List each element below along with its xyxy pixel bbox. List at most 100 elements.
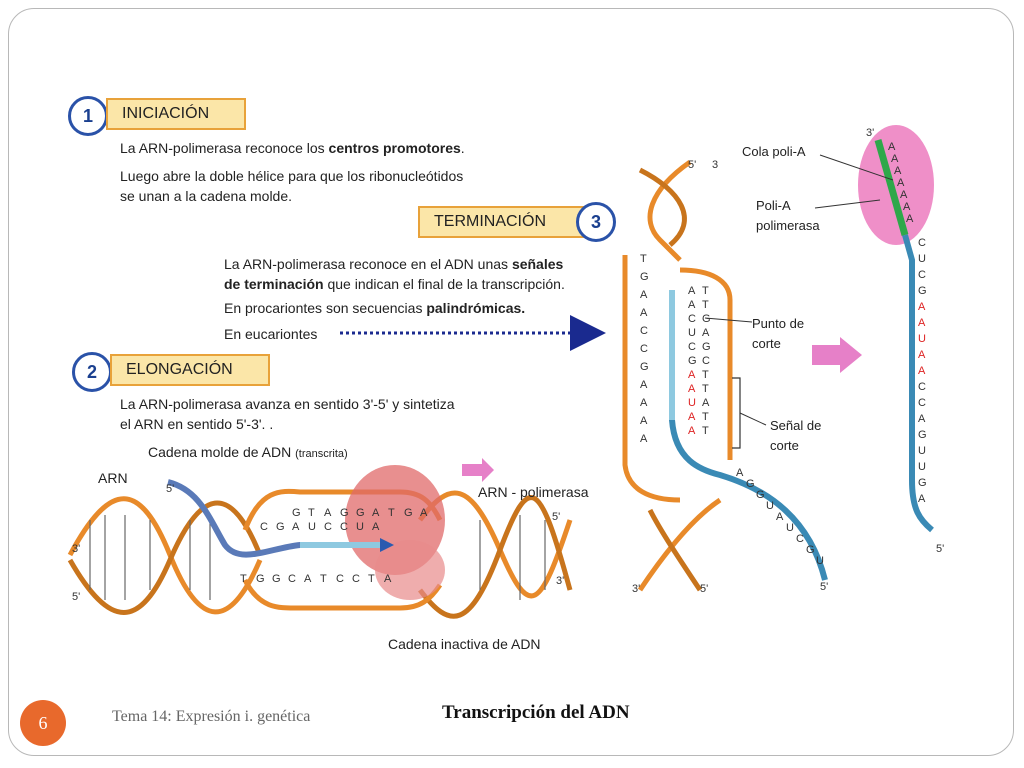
term-left-letter: C [640, 325, 648, 337]
term-left-letter: G [640, 271, 649, 283]
bubble-mid-letter: C [340, 521, 348, 533]
mrna-letter: A [918, 493, 926, 505]
bubble-mid-letter: U [356, 521, 364, 533]
label-cola-poli-a: Cola poli-A [742, 144, 806, 159]
cola-poli-a-strand [874, 139, 909, 236]
polya-letter: A [891, 153, 899, 165]
pink-arrow-1 [462, 458, 494, 482]
term-pair-rna-letter: A [688, 285, 696, 297]
term-left-letter: C [640, 343, 648, 355]
label-poli-a-2: polimerasa [756, 218, 820, 233]
bubble-mid-letter: C [260, 521, 268, 533]
term-tail-letter: A [776, 511, 784, 523]
bubble-top-letter: T [388, 507, 395, 519]
slide-title: Transcripción del ADN [442, 702, 630, 723]
mrna-letter: A [918, 349, 926, 361]
term-pair-rna-letter: A [688, 411, 696, 423]
step-3-badge: 3 [576, 202, 616, 242]
iniciacion-text-3: se unan a la cadena molde. [120, 188, 293, 204]
bubble-top-letter: T [308, 507, 315, 519]
bubble-bottom-letter: C [336, 573, 344, 585]
label-cadena-inactiva: Cadena inactiva de ADN [388, 636, 541, 652]
mrna-letter: G [918, 477, 927, 489]
label-punto-de-corte-2: corte [752, 336, 781, 351]
mrna-letter: U [918, 253, 926, 265]
bubble-bottom-letter: T [368, 573, 375, 585]
mrna-letter: G [918, 429, 927, 441]
term-left-letter: A [640, 307, 648, 319]
term-left-letter: T [640, 253, 647, 265]
label-cadena-molde: Cadena molde de ADN (transcrita) [148, 444, 348, 460]
label-5prime-term-bottom: 5' [700, 583, 708, 595]
mrna-letter: C [918, 237, 926, 249]
bubble-bottom-letter: A [304, 573, 312, 585]
term-pair-rna-letter: C [688, 341, 696, 353]
iniciacion-text-2: Luego abre la doble hélice para que los … [120, 168, 464, 184]
term-tail-letter: A [736, 467, 744, 479]
term-pair-rna-letter: U [688, 327, 696, 339]
term-pair-rna-letter: A [688, 383, 696, 395]
iniciacion-label: INICIACIÓN [106, 98, 246, 130]
bubble-top-letter: A [372, 507, 380, 519]
polya-letter: A [906, 213, 914, 225]
bubble-top-letter: G [340, 507, 349, 519]
label-3prime-right: 3' [556, 575, 564, 587]
term-left-letter: A [640, 415, 648, 427]
arn-strand-elongation [167, 479, 380, 558]
terminacion-text-3: En procariontes son secuencias palindróm… [224, 300, 526, 316]
bubble-top-letter: G [356, 507, 365, 519]
term-pair-rna-letter: A [688, 299, 696, 311]
elongacion-text-1: La ARN-polimerasa avanza en sentido 3'-5… [120, 396, 455, 412]
term-left-letter: A [640, 289, 648, 301]
mrna-polya [814, 125, 934, 533]
footer-topic: Tema 14: Expresión i. genética [112, 708, 311, 725]
elongation-helix [67, 488, 573, 619]
mrna-letter: C [918, 397, 926, 409]
bubble-top-letter: G [292, 507, 301, 519]
terminacion-text-1: La ARN-polimerasa reconoce en el ADN una… [224, 256, 564, 272]
step-1-badge: 1 [68, 96, 108, 136]
label-5prime-rna: 5' [820, 581, 828, 593]
label-3prime-term-bottom: 3' [632, 583, 640, 595]
term-pair-dna-letter: A [702, 397, 710, 409]
term-pair-rna-letter: C [688, 313, 696, 325]
mrna-letter: U [918, 461, 926, 473]
poli-a-polimerasa-blob [858, 125, 934, 245]
elongacion-text-2: el ARN en sentido 5'-3'. . [120, 416, 274, 432]
bubble-mid-letter: U [308, 521, 316, 533]
mrna-letter: C [918, 381, 926, 393]
term-tail-letter: U [816, 555, 824, 567]
bubble-bottom-letter: C [288, 573, 296, 585]
term-pair-dna-letter: A [702, 327, 710, 339]
term-pair-rna-letter: G [688, 355, 697, 367]
mrna-letter: A [918, 301, 926, 313]
term-tail-letter: C [796, 533, 804, 545]
label-5prime-arn: 5' [166, 483, 174, 495]
term-tail-letter: G [806, 544, 815, 556]
pink-arrow-2 [812, 337, 862, 373]
polya-letter: A [903, 201, 911, 213]
terminacion-text-2: de terminación que indican el final de l… [224, 276, 565, 292]
term-pair-rna-letter: U [688, 397, 696, 409]
term-pair-dna-letter: T [702, 383, 709, 395]
bubble-mid-letter: A [372, 521, 380, 533]
iniciacion-text-1: La ARN-polimerasa reconoce los centros p… [120, 140, 465, 156]
label-5prime-helix: 5' [72, 591, 80, 603]
label-poli-a-1: Poli-A [756, 198, 791, 213]
term-left-letter: G [640, 361, 649, 373]
terminacion-text-4: En eucariontes [224, 326, 318, 342]
label-3prime-mrna: 3' [866, 127, 874, 139]
bubble-mid-letter: A [292, 521, 300, 533]
term-tail-letter: U [766, 500, 774, 512]
polya-letter: A [894, 165, 902, 177]
term-left-letter: A [640, 433, 648, 445]
mrna-strand [902, 234, 934, 533]
elongacion-label: ELONGACIÓN [110, 354, 270, 386]
mrna-letter: U [918, 333, 926, 345]
bubble-bottom-letter: G [272, 573, 281, 585]
label-arn-polimerasa: ARN - polimerasa [478, 484, 589, 500]
term-pair-dna-letter: G [702, 341, 711, 353]
term-pair-dna-letter: T [702, 299, 709, 311]
polya-letter: A [888, 141, 896, 153]
